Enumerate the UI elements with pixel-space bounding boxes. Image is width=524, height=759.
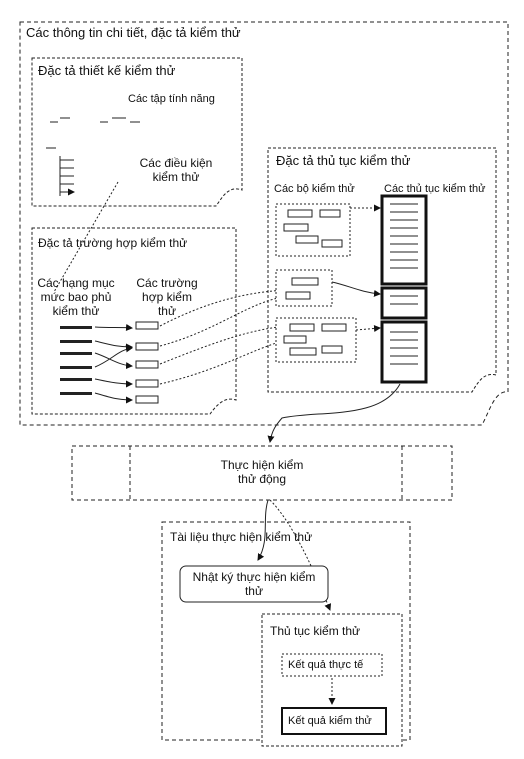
case-items <box>135 321 159 404</box>
case-to-suite-links <box>159 286 291 385</box>
coverage-to-case-links <box>94 324 133 404</box>
suite-items <box>275 203 357 363</box>
coverage-label: Các hạng mục mức bao phủ kiểm thử <box>37 276 115 318</box>
link-conditions-to-coverage <box>53 181 119 293</box>
procedure-items <box>380 194 428 384</box>
procedure-box-title: Thủ tục kiểm thử <box>270 624 361 638</box>
result-box <box>281 707 387 735</box>
coverage-items <box>60 326 92 395</box>
case-spec-title: Đặc tả trường hợp kiểm thử <box>38 236 188 250</box>
outer-container-frame <box>19 21 509 426</box>
outer-title: Các thông tin chi tiết, đặc tả kiểm thử <box>26 25 241 40</box>
execution-label: Thực hiện kiểm thử động <box>220 458 304 486</box>
exec-docs-frame <box>161 521 411 741</box>
case-spec-frame <box>31 227 237 415</box>
conditions-label: Các điều kiện kiểm thử <box>139 156 213 184</box>
log-box <box>179 565 329 603</box>
actual-label: Kết quả thực tế <box>288 659 364 671</box>
cases-label: Các trường hợp kiểm thử <box>136 276 198 318</box>
actual-box <box>281 653 383 677</box>
suite-to-procedure-links <box>331 204 381 332</box>
feature-tree <box>46 117 140 196</box>
link-procedures-to-execution <box>267 383 401 443</box>
execution-box <box>71 445 453 501</box>
result-label: Kết quả kiểm thử <box>288 715 372 727</box>
log-label: Nhật ký thực hiện kiểm thử <box>192 570 316 598</box>
procedure-lines <box>390 203 418 365</box>
suites-label: Các bộ kiểm thử <box>274 183 355 195</box>
procedures-label: Các thủ tục kiểm thử <box>384 183 486 195</box>
design-spec-title: Đặc tả thiết kế kiểm thử <box>38 63 176 78</box>
features-label: Các tập tính năng <box>128 93 215 105</box>
exec-docs-title: Tài liệu thực hiện kiểm thử <box>170 530 313 544</box>
procedure-spec-title: Đặc tả thủ tục kiểm thử <box>276 153 411 168</box>
design-spec-frame <box>31 57 243 207</box>
